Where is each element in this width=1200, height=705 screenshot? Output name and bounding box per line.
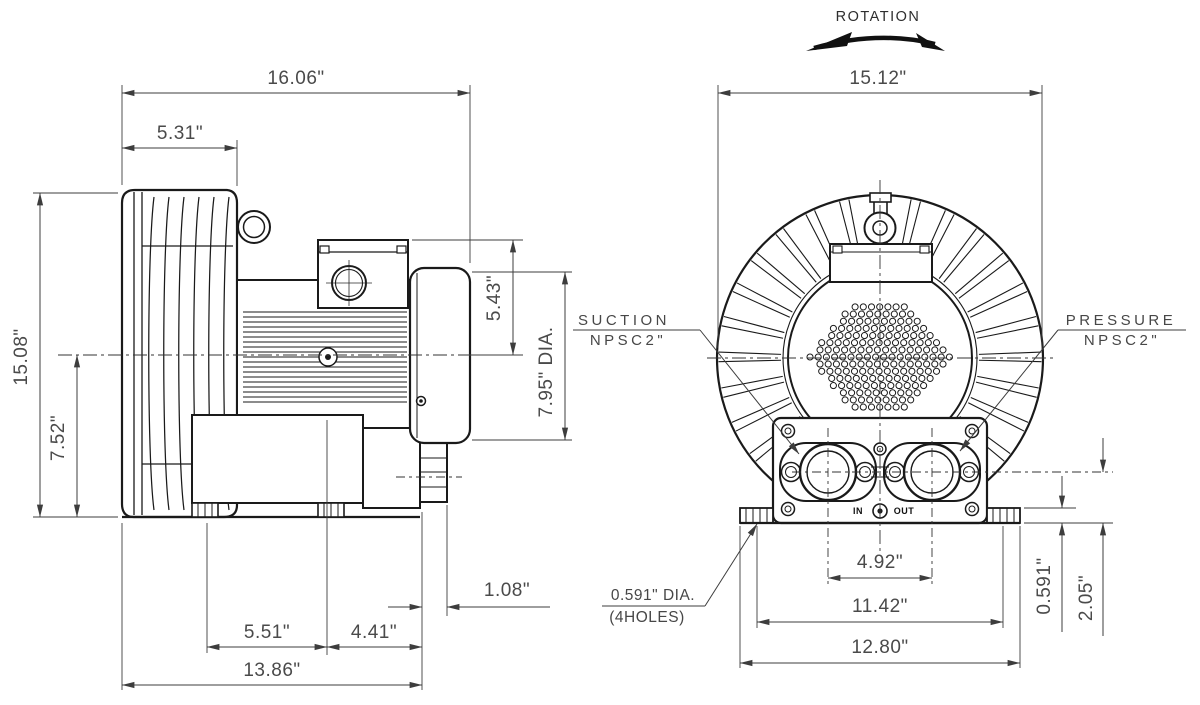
lifting-eye-side: [237, 210, 271, 244]
terminal-box-front: [829, 243, 933, 283]
hole-note-line1: 0.591" DIA.: [611, 587, 695, 604]
fan-cover: [408, 266, 472, 445]
dim-foot-front: 5.51": [244, 622, 290, 643]
port-out-label: OUT: [894, 506, 915, 516]
hole-note-line2: (4HOLES): [609, 609, 685, 626]
rotation-label: ROTATION: [836, 9, 921, 25]
dim-outlet-offset: 1.08": [484, 580, 530, 601]
side-view-dimensions: 16.06" 5.31" 15.08" 7.52" 5.43" 7.95" DI…: [11, 68, 572, 690]
dim-foot-rear: 4.41": [351, 622, 397, 643]
dim-top-to-center: 5.43": [484, 275, 505, 321]
dim-base-height: 2.05": [1076, 575, 1097, 621]
suction-label: SUCTION: [578, 312, 670, 329]
dim-hole-spacing: 11.42": [852, 596, 908, 617]
dim-base-width: 12.80": [851, 637, 908, 658]
foot-pad-hatch: [197, 503, 339, 517]
pressure-size-label: NPSC2": [1084, 332, 1160, 349]
front-view-dimensions: 15.12" 4.92" 11.42" 12.80" 0.591" 2.05" …: [573, 68, 1186, 668]
dim-foot-height: 0.591": [1034, 557, 1055, 614]
feet-hatch: [745, 508, 1015, 523]
dim-front-overall-width: 15.12": [849, 68, 906, 89]
rotation-indicator: ROTATION: [806, 9, 945, 51]
left-foot: [739, 507, 774, 524]
dim-port-spacing: 4.92": [857, 552, 903, 573]
dim-base-length: 13.86": [243, 660, 300, 681]
dim-center-height: 7.52": [48, 415, 69, 461]
pressure-label: PRESSURE: [1066, 312, 1177, 329]
perforation-dots: [806, 303, 953, 411]
side-view: [58, 188, 523, 519]
port-in-label: IN: [853, 506, 863, 516]
dim-motor-diameter: 7.95" DIA.: [536, 327, 557, 418]
front-view: IN OUT: [707, 180, 1113, 586]
outlet-body: [362, 427, 421, 509]
right-foot: [986, 507, 1021, 524]
muffler-box: [191, 414, 364, 504]
motor-fins: [243, 311, 407, 403]
dim-overall-height: 15.08": [11, 328, 32, 385]
dim-housing-width: 5.31": [157, 123, 203, 144]
dim-side-overall-width: 16.06": [267, 68, 324, 89]
suction-size-label: NPSC2": [590, 332, 666, 349]
